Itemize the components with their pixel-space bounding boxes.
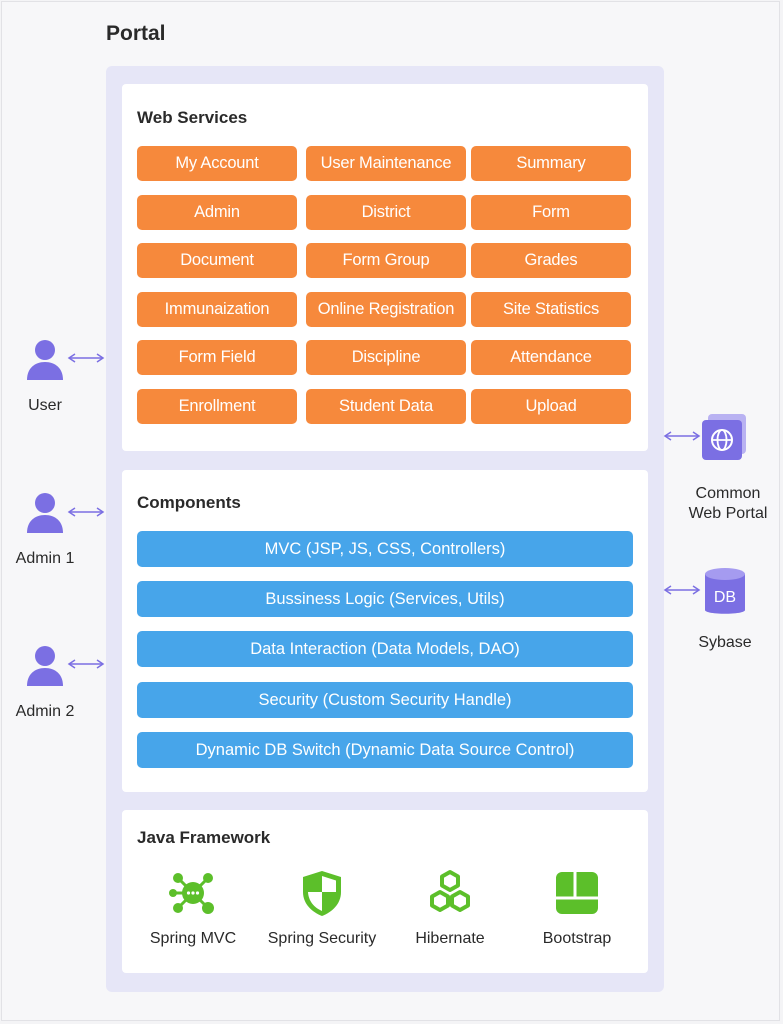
actor-label: User	[28, 397, 62, 414]
web-service-discipline: Discipline	[306, 340, 466, 375]
spring-mvc-icon	[169, 873, 214, 914]
person-icon	[27, 340, 63, 380]
portal-database-arrow	[663, 585, 701, 595]
hexagons-icon	[430, 870, 470, 912]
web-service-attendance: Attendance	[471, 340, 631, 375]
web-service-site-statistics: Site Statistics	[471, 292, 631, 327]
web-portal-label-line1: Common	[695, 485, 761, 502]
actor-admin-1: Admin 1	[0, 491, 90, 568]
framework-spring-security: Spring Security	[257, 868, 387, 948]
web-service-form: Form	[471, 195, 631, 230]
web-service-grades: Grades	[471, 243, 631, 278]
globe-window-icon	[702, 414, 746, 460]
framework-hibernate: Hibernate	[385, 868, 515, 948]
web-services-title: Web Services	[137, 108, 248, 127]
web-service-upload: Upload	[471, 389, 631, 424]
external-sybase: DB Sybase	[690, 565, 760, 653]
framework-bootstrap: Bootstrap	[512, 868, 642, 948]
framework-label: Spring Security	[267, 930, 377, 947]
web-service-immunaization: Immunaization	[137, 292, 297, 327]
actor-label: Admin 1	[15, 550, 75, 567]
person-icon	[27, 493, 63, 533]
web-service-admin: Admin	[137, 195, 297, 230]
web-service-district: District	[306, 195, 466, 230]
web-portal-label-line2: Web Portal	[688, 505, 768, 522]
database-icon-text: DB	[714, 589, 736, 606]
portal-webportal-arrow	[663, 431, 701, 441]
component-mvc: MVC (JSP, JS, CSS, Controllers)	[137, 531, 633, 567]
framework-label: Hibernate	[415, 930, 485, 947]
actor-admin-2: Admin 2	[0, 644, 90, 721]
person-icon	[27, 646, 63, 686]
user-portal-arrow	[67, 353, 105, 363]
actor-label: Admin 2	[15, 703, 75, 720]
component-business-logic: Bussiness Logic (Services, Utils)	[137, 581, 633, 617]
framework-spring-mvc: Spring MVC	[128, 868, 258, 948]
web-service-document: Document	[137, 243, 297, 278]
web-service-enrollment: Enrollment	[137, 389, 297, 424]
java-framework-title: Java Framework	[137, 828, 271, 847]
component-dynamic-db-switch: Dynamic DB Switch (Dynamic Data Source C…	[137, 732, 633, 768]
web-service-user-maintenance: User Maintenance	[306, 146, 466, 181]
components-panel: Components MVC (JSP, JS, CSS, Controller…	[122, 470, 648, 792]
sybase-label: Sybase	[698, 634, 752, 651]
web-service-my-account: My Account	[137, 146, 297, 181]
web-service-form-group: Form Group	[306, 243, 466, 278]
framework-label: Spring MVC	[149, 930, 237, 947]
actor-user: User	[0, 338, 90, 415]
web-service-student-data: Student Data	[306, 389, 466, 424]
java-framework-panel: Java Framework Spring MVC Spring Securit…	[122, 810, 648, 973]
admin1-portal-arrow	[67, 507, 105, 517]
portal-title: Portal	[106, 22, 166, 45]
components-title: Components	[137, 493, 241, 512]
framework-label: Bootstrap	[542, 930, 612, 947]
component-security: Security (Custom Security Handle)	[137, 682, 633, 718]
web-service-form-field: Form Field	[137, 340, 297, 375]
web-service-summary: Summary	[471, 146, 631, 181]
component-data-interaction: Data Interaction (Data Models, DAO)	[137, 631, 633, 667]
database-icon: DB	[705, 568, 745, 614]
web-service-online-registration: Online Registration	[306, 292, 466, 327]
external-common-web-portal: Common Web Portal	[680, 412, 776, 524]
layout-grid-icon	[556, 872, 598, 914]
admin2-portal-arrow	[67, 659, 105, 669]
shield-icon	[303, 871, 341, 916]
